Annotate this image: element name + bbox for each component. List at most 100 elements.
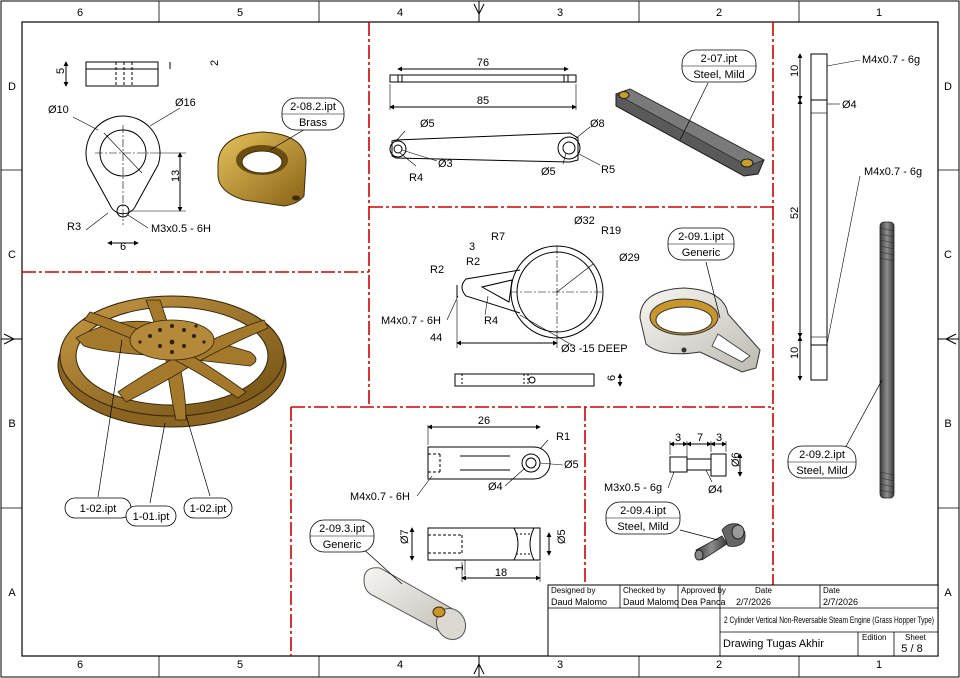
part-2-09-3-iso: [363, 567, 467, 641]
balloon-label-1-02-b: 1-02.ipt: [190, 503, 227, 515]
balloon-material-2-08-2: Brass: [299, 117, 328, 129]
dim-dia-5-side: Ø5: [556, 529, 568, 544]
balloon-file-2-09-3: 2-09.3.ipt: [319, 523, 365, 535]
dim-radius-1: R1: [556, 431, 570, 443]
dim-dia-4: Ø4: [488, 481, 503, 493]
zone-right-d: D: [944, 81, 952, 93]
part-2-09-1-front-view: [446, 245, 604, 348]
designed-by-value: Daud Malomo: [551, 597, 607, 607]
checked-by-label: Checked by: [623, 586, 665, 595]
zone-right-a: A: [944, 587, 952, 599]
date-value-2: 2/7/2026: [823, 597, 858, 607]
part-2-09-1-iso: [639, 287, 761, 373]
balloon-material-2-09-3: Generic: [323, 539, 362, 551]
zone-bottom-2: 2: [716, 659, 722, 671]
dim-three: 3: [469, 241, 475, 253]
zone-top-4: 4: [397, 7, 403, 19]
balloon-material-2-09-1: Generic: [682, 247, 721, 259]
dim-dia-5-left: Ø5: [420, 118, 435, 130]
approved-by-label: Approved by: [681, 586, 726, 595]
dim-length-85: 85: [477, 95, 489, 107]
checked-by-value: Daud Malomo: [623, 597, 679, 607]
part-2-09-2-iso: [879, 221, 895, 499]
dim-thickness: 2: [209, 60, 221, 66]
dim-dia-7: Ø7: [399, 529, 411, 544]
balloon-1-01: [125, 505, 177, 527]
dim-length-52: 52: [789, 207, 801, 219]
dim-one: 1: [454, 565, 466, 571]
dim-radius-7: R7: [491, 231, 505, 243]
zone-right-b: B: [944, 418, 951, 430]
balloon-1-02-b: [183, 497, 233, 519]
leader-1-01: [149, 422, 166, 504]
dim-radius-19: R19: [601, 225, 621, 237]
balloon-material-2-09-2: Steel, Mild: [796, 465, 847, 477]
sheet-label: Sheet: [905, 633, 927, 642]
balloon-material-2-07: Steel, Mild: [693, 69, 744, 81]
drawing-name: Drawing Tugas Akhir: [723, 638, 824, 650]
part-1-01-iso: [57, 295, 287, 428]
date-label-2: Date: [823, 586, 840, 595]
zone-top-5: 5: [237, 7, 243, 19]
dim-dia-32: Ø32: [574, 215, 595, 227]
part-2-09-1-side-view: [454, 373, 623, 387]
dim-radius-2-left: R2: [430, 264, 444, 276]
view-2-08-2: 5 2 Ø10 Ø16 13 R3 M3x0.5 - 6H 6: [48, 60, 345, 253]
balloon-file-2-09-4: 2-09.4.ipt: [620, 505, 666, 517]
dim-dia-8: Ø8: [590, 118, 605, 130]
dim-length-44: 44: [430, 332, 442, 344]
zone-top-2: 2: [716, 7, 722, 19]
dim-dia-16: Ø16: [175, 97, 196, 109]
dim-dia-4: Ø4: [708, 484, 723, 496]
leader-2-09-1: [705, 261, 721, 319]
zone-bottom-5: 5: [237, 659, 243, 671]
edition-label: Edition: [862, 633, 886, 642]
part-2-09-4-iso: [694, 523, 746, 561]
part-2-09-4-side-view: [667, 441, 743, 489]
zone-left-d: D: [8, 81, 16, 93]
dim-thread-top: M4x0.7 - 6g: [862, 54, 920, 66]
dim-dia-5-right: Ø5: [541, 166, 556, 178]
dim-dia-6: Ø6: [730, 452, 742, 467]
dim-thread-m4-6h: M4x0.7 - 6H: [381, 315, 441, 327]
view-2-09-3: 26 R1 Ø5 Ø4 M4x0.7 - 6H Ø7 Ø5 1 18: [309, 415, 579, 641]
part-2-08-2-iso: [217, 131, 307, 207]
part-2-08-2-top-view: [63, 61, 171, 87]
dim-radius-3: R3: [67, 221, 81, 233]
dim-length-26: 26: [478, 415, 490, 427]
dim-height: 5: [55, 68, 67, 74]
leader-2-09-4: [679, 529, 719, 541]
balloon-file-2-07: 2-07.ipt: [701, 53, 738, 65]
zone-right-c: C: [944, 249, 952, 261]
part-2-09-2-side-view: [797, 53, 861, 381]
dim-thread-m3-6g: M3x0.5 - 6g: [604, 482, 662, 494]
dim-thread-m4-6h: M4x0.7 - 6H: [350, 491, 410, 503]
date-label-1: Date: [755, 586, 772, 595]
dim-radius-2-upper: R2: [466, 256, 480, 268]
view-2-07: 76 85 Ø5 Ø8 Ø3 R4 Ø5 R5 2-07.ipt Ste: [389, 49, 765, 184]
balloon-file-2-09-2: 2-09.2.ipt: [799, 449, 845, 461]
balloon-label-1-01: 1-01.ipt: [133, 511, 170, 523]
dim-three-right: 3: [716, 432, 722, 444]
dim-ten-top: 10: [789, 65, 801, 77]
zone-top-1: 1: [876, 7, 882, 19]
balloon-material-2-09-4: Steel, Mild: [617, 521, 668, 533]
dim-ten-bottom: 10: [789, 347, 801, 359]
view-1-01: 1-02.ipt 1-01.ipt 1-02.ipt: [57, 295, 287, 527]
zone-bottom-3: 3: [557, 659, 563, 671]
zone-bottom-6: 6: [77, 659, 83, 671]
zone-top-6: 6: [77, 7, 83, 19]
dim-dia-4: Ø4: [842, 99, 857, 111]
zone-bottom-4: 4: [397, 659, 403, 671]
dim-radius-5: R5: [601, 164, 615, 176]
sheet-number: 5 / 8: [901, 643, 922, 655]
zone-left-a: A: [8, 587, 16, 599]
leader-2-07: [679, 82, 709, 141]
part-2-07-front-view: [389, 126, 601, 167]
dim-length-76: 76: [477, 57, 489, 69]
leader-1-02-b: [185, 414, 211, 497]
dim-dia-5-top: Ø5: [564, 459, 579, 471]
dim-dia-3: Ø3: [438, 158, 453, 170]
part-2-07-top-view: [389, 66, 577, 110]
